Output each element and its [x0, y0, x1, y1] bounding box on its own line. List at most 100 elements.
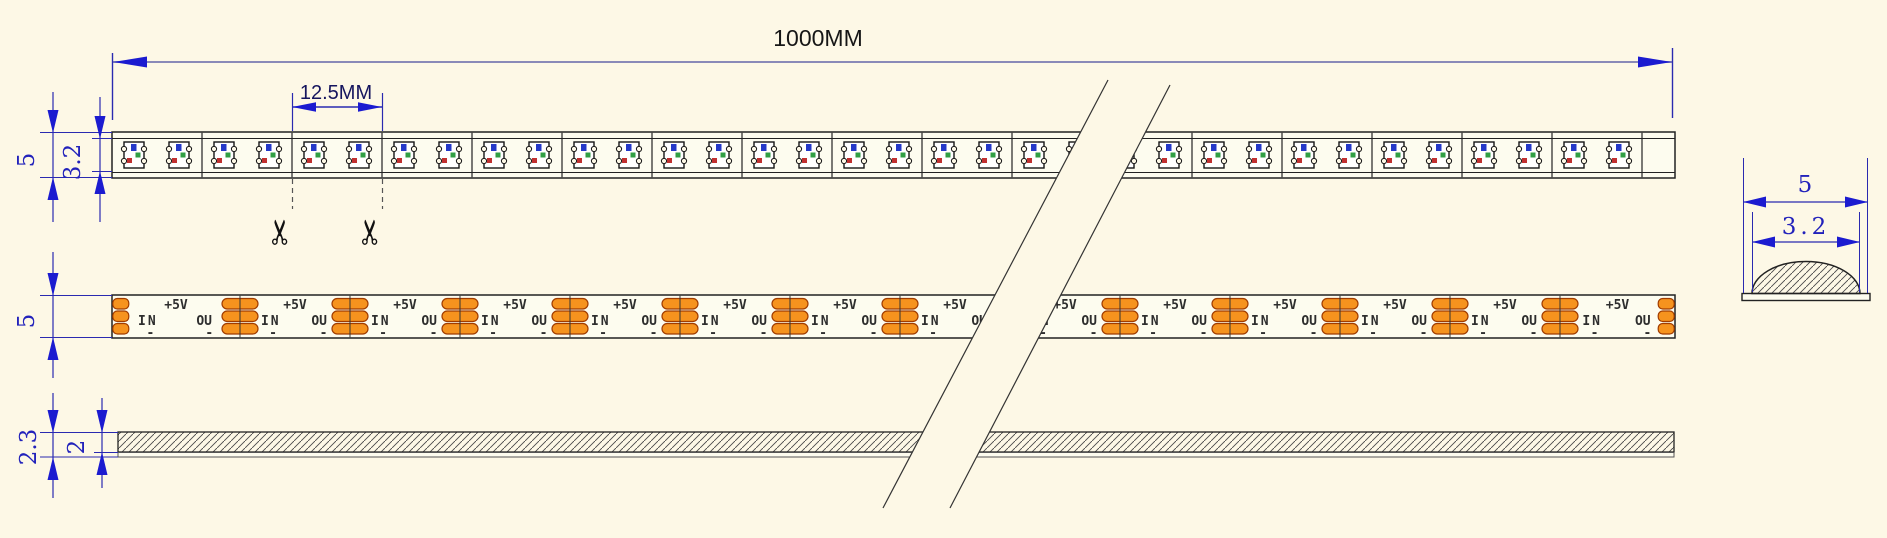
chip-notch: [1200, 145, 1208, 153]
chip-notch: [410, 157, 418, 165]
solder-pad: [1657, 297, 1675, 310]
arrowhead-up: [96, 452, 108, 475]
chip-notch: [705, 145, 713, 153]
led-die-red: [1297, 158, 1302, 163]
chip-notch: [140, 157, 148, 165]
led-die-green: [1530, 152, 1536, 158]
pad-label: OU: [1301, 314, 1317, 329]
chip-notch: [725, 157, 733, 165]
chip-notch: [120, 145, 128, 153]
chip-notch: [1625, 157, 1633, 165]
led-die-green: [630, 152, 636, 158]
chip-notch: [1290, 157, 1298, 165]
chip-notch: [1155, 145, 1163, 153]
chip-notch: [165, 157, 173, 165]
chip-notch: [500, 157, 508, 165]
led-die-red: [262, 158, 267, 163]
chip-notch: [1265, 157, 1273, 165]
chip-notch: [480, 145, 488, 153]
arrowhead-right: [1837, 236, 1860, 248]
led-die-green: [855, 152, 861, 158]
led-die-red: [1432, 158, 1437, 163]
chip-notch: [995, 145, 1003, 153]
pad-label: +5V: [833, 298, 857, 313]
chip-notch: [345, 157, 353, 165]
led-die-green: [540, 152, 546, 158]
led-chip: [300, 141, 328, 169]
led-die-blue: [1391, 144, 1397, 151]
led-chip: [750, 141, 778, 169]
chip-notch: [815, 157, 823, 165]
led-die-green: [1215, 152, 1221, 158]
dimension-top-strip-height: 5: [14, 92, 112, 222]
led-die-blue: [1526, 144, 1532, 151]
pad-label: IN: [481, 314, 501, 329]
chip-notch: [905, 157, 913, 165]
chip-notch: [815, 145, 823, 153]
led-die-green: [270, 152, 276, 158]
led-die-red: [172, 158, 177, 163]
chip-notch: [1265, 145, 1273, 153]
led-die-blue: [671, 144, 677, 151]
solder-pad-group: [221, 295, 259, 338]
chip-notch: [1020, 157, 1028, 165]
overall-length-label: 1000MM: [773, 25, 862, 51]
led-die-blue: [761, 144, 767, 151]
chip-notch: [230, 157, 238, 165]
led-die-blue: [1346, 144, 1352, 151]
pad-label: +5V: [1383, 298, 1407, 313]
led-die-red: [1162, 158, 1167, 163]
chip-notch: [1490, 145, 1498, 153]
led-die-green: [450, 152, 456, 158]
pad-label: IN: [1251, 314, 1271, 329]
chip-notch: [1175, 157, 1183, 165]
led-chip: [570, 141, 598, 169]
chip-notch: [1425, 145, 1433, 153]
chip-notch: [255, 157, 263, 165]
led-die-blue: [311, 144, 317, 151]
pad-label: +5V: [393, 298, 417, 313]
chip-notch: [455, 157, 463, 165]
chip-notch: [860, 157, 868, 165]
led-chip: [885, 141, 913, 169]
pad-label: -: [1369, 326, 1377, 341]
led-die-green: [720, 152, 726, 158]
solder-pad: [112, 322, 130, 335]
chip-notch: [1470, 157, 1478, 165]
chip-notch: [1310, 145, 1318, 153]
led-die-red: [1027, 158, 1032, 163]
chip-notch: [1515, 157, 1523, 165]
led-chip: [705, 141, 733, 169]
chip-notch: [750, 145, 758, 153]
arrowhead-right: [358, 102, 382, 112]
led-chip: [1335, 141, 1363, 169]
strip-tape-view: [117, 431, 1675, 458]
section-base: [1741, 292, 1871, 302]
chip-notch: [545, 157, 553, 165]
pad-label: IN: [1471, 314, 1491, 329]
led-die-red: [1612, 158, 1617, 163]
chip-notch: [840, 145, 848, 153]
led-chip: [1515, 141, 1543, 169]
chip-notch: [615, 145, 623, 153]
chip-notch: [590, 157, 598, 165]
chip-notch: [120, 157, 128, 165]
solder-pad: [1657, 310, 1675, 323]
led-die-blue: [1211, 144, 1217, 151]
pad-label: -: [146, 326, 154, 341]
led-chip: [1560, 141, 1588, 169]
led-chip: [930, 141, 958, 169]
dimension-cut-interval: 12.5MM: [291, 82, 384, 131]
led-die-green: [360, 152, 366, 158]
led-die-blue: [806, 144, 812, 151]
led-die-green: [225, 152, 231, 158]
pad-label: -: [1259, 326, 1267, 341]
chip-notch: [660, 145, 668, 153]
led-chip: [1290, 141, 1318, 169]
chip-notch: [1445, 145, 1453, 153]
led-die-blue: [176, 144, 182, 151]
chip-notch: [590, 145, 598, 153]
chip-notch: [930, 157, 938, 165]
pad-label: -: [760, 326, 768, 341]
